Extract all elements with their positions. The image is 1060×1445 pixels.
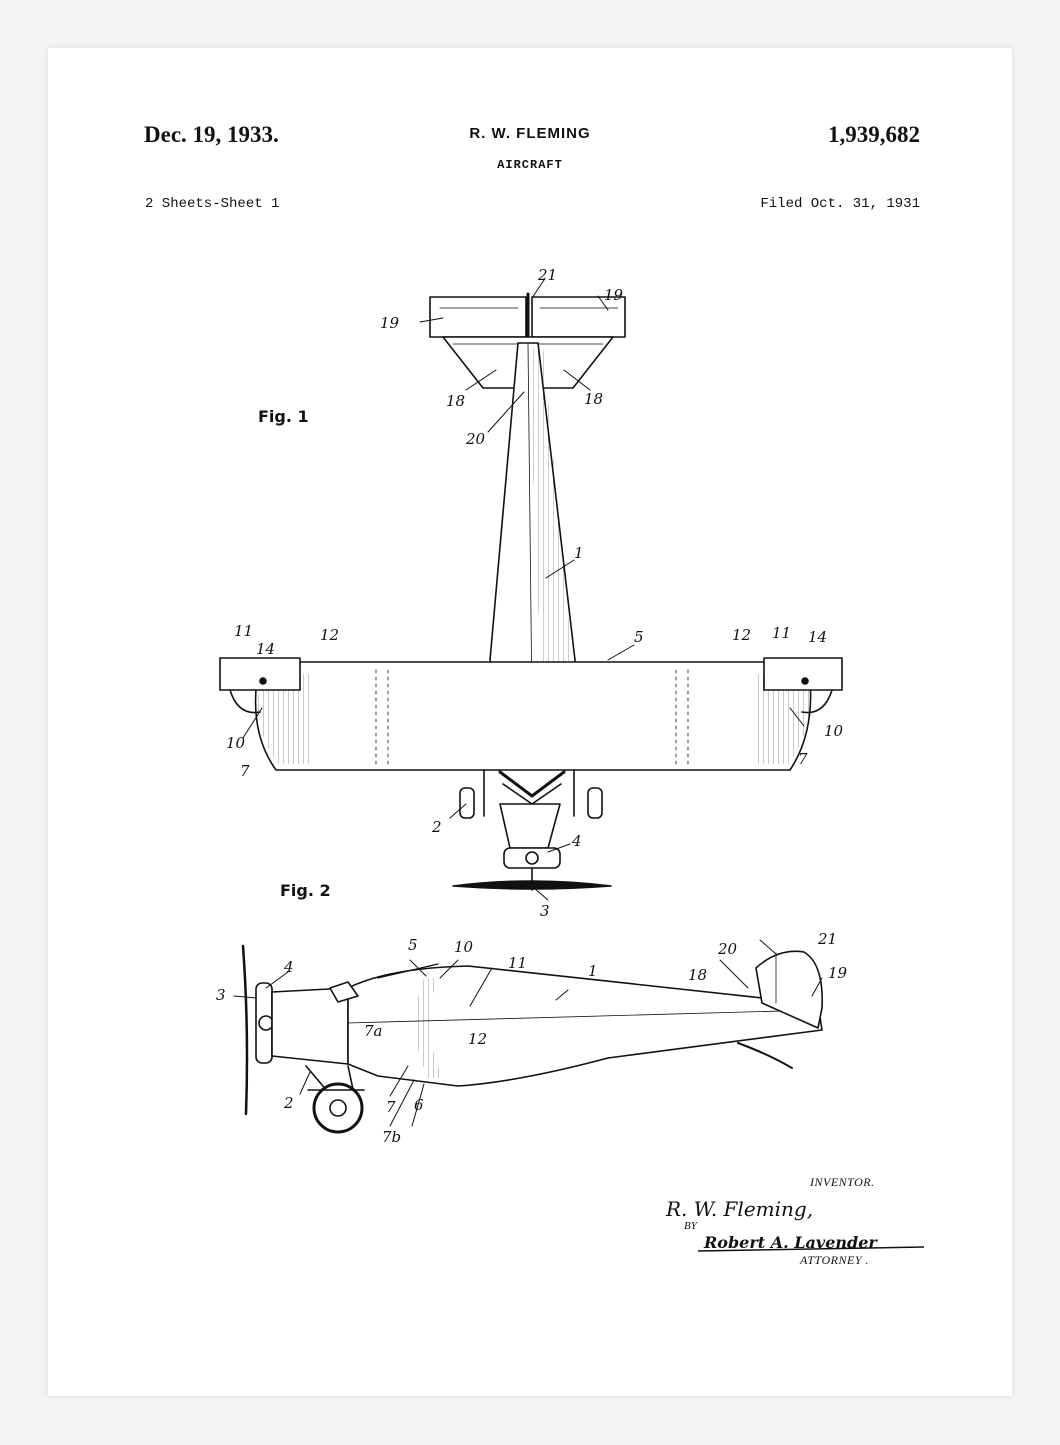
attorney-label: ATTORNEY . (800, 1253, 870, 1267)
callout-11-left: 11 (234, 622, 253, 640)
by-label: BY (684, 1220, 697, 1232)
callout-19-side: 19 (828, 964, 848, 982)
callout-1-side: 1 (588, 962, 598, 980)
fig1-label: Fig. 1 (258, 407, 309, 426)
callout-5-top: 5 (634, 628, 644, 646)
callout-7-right: 7 (798, 750, 808, 768)
callout-19-top-right: 19 (604, 286, 624, 304)
callout-5-side: 5 (408, 936, 418, 954)
callout-7-side: 7 (386, 1098, 396, 1116)
fig1-top-view (219, 292, 843, 891)
callout-18-side: 18 (688, 966, 707, 984)
callout-10-left: 10 (226, 734, 246, 752)
callout-10-side: 10 (454, 938, 474, 956)
callout-12-side: 12 (468, 1030, 487, 1048)
patent-date: Dec. 19, 1933. (144, 122, 279, 147)
callout-1-top: 1 (574, 544, 584, 562)
inventor-name: R. W. FLEMING (469, 125, 591, 142)
callout-14-right: 14 (808, 628, 827, 646)
patent-subject: AIRCRAFT (497, 158, 563, 172)
callout-4-side: 4 (283, 958, 294, 976)
fig2-side-view (241, 944, 823, 1134)
callout-20: 20 (465, 430, 486, 448)
callout-leaders (233, 279, 823, 1127)
inventor-signature: R. W. Fleming, (665, 1197, 813, 1221)
callout-20-side: 20 (717, 940, 738, 958)
callout-11-side: 11 (508, 954, 527, 972)
filed-date: Filed Oct. 31, 1931 (760, 196, 920, 212)
callout-21-top: 21 (537, 266, 557, 284)
callout-6-side: 6 (414, 1096, 424, 1114)
callout-19-top-left: 19 (380, 314, 400, 332)
callout-7-left: 7 (240, 762, 250, 780)
callout-3-side: 3 (216, 986, 226, 1004)
callout-11-right: 11 (772, 624, 791, 642)
attorney-signature: Robert A. Lavender (703, 1233, 878, 1252)
callout-12-left: 12 (320, 626, 339, 644)
callout-18-right: 18 (584, 390, 603, 408)
callout-7b: 7b (382, 1128, 401, 1146)
callout-3-top: 3 (540, 902, 550, 920)
fig2-label: Fig. 2 (280, 881, 331, 900)
sheet-count: 2 Sheets-Sheet 1 (145, 196, 280, 212)
callout-21-side: 21 (817, 930, 837, 948)
callout-2-side: 2 (283, 1094, 294, 1112)
callout-4-top: 4 (571, 832, 582, 850)
patent-number: 1,939,682 (828, 122, 920, 147)
callout-14-left: 14 (256, 640, 275, 658)
callout-12-right: 12 (732, 626, 751, 644)
patent-drawing: Fig. 1 Fig. 2 21 19 19 18 18 20 1 5 11 1… (216, 266, 925, 1252)
callout-10-right: 10 (824, 722, 844, 740)
callout-2-top: 2 (431, 818, 442, 836)
callout-18-left: 18 (446, 392, 465, 410)
patent-sheet: Dec. 19, 1933. R. W. FLEMING 1,939,682 A… (48, 48, 1012, 1396)
callout-7a: 7a (364, 1022, 383, 1040)
inventor-label: INVENTOR. (810, 1175, 875, 1189)
